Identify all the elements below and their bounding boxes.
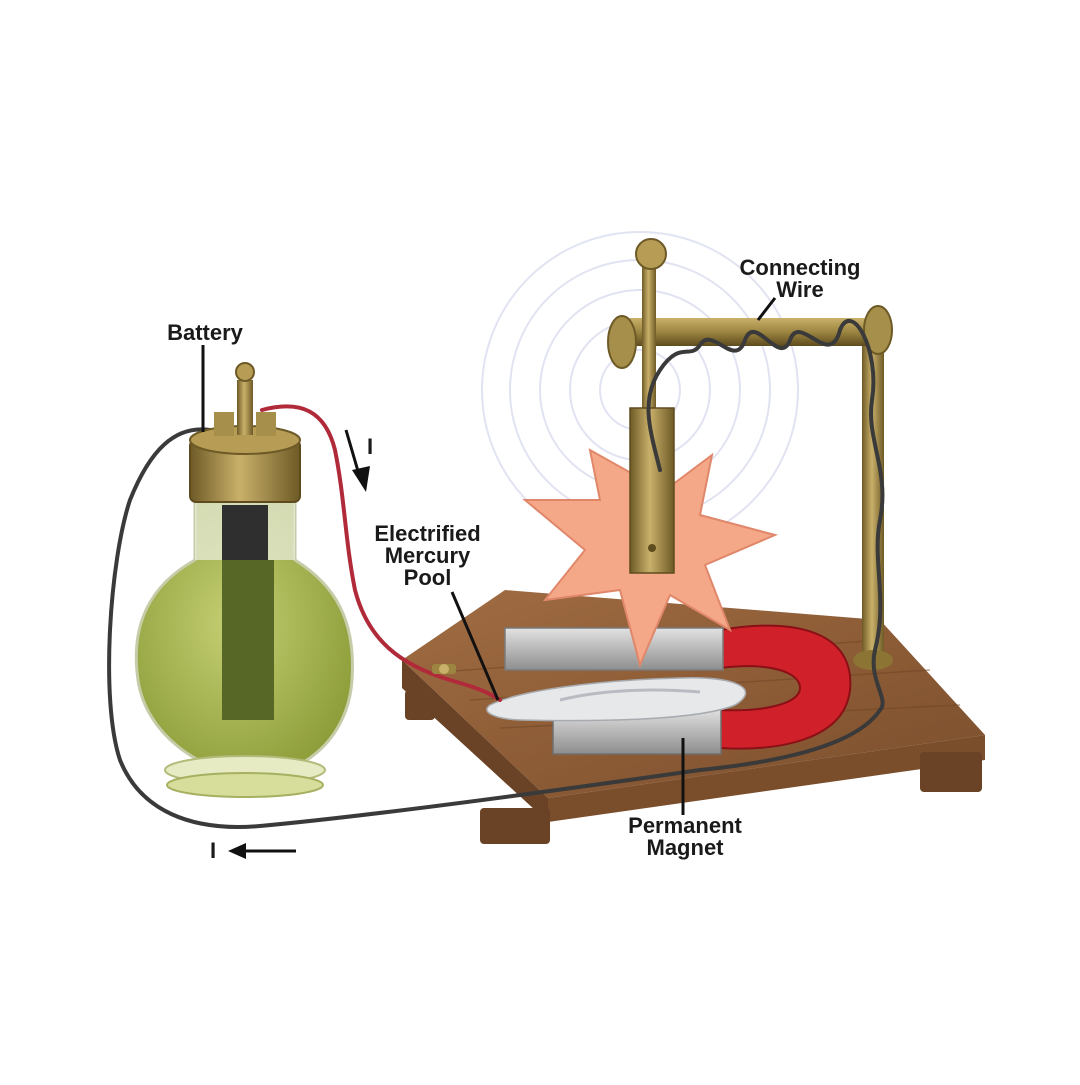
red-wire [260,404,502,702]
mercury-pool-label-line-3: Pool [403,565,452,590]
permanent-magnet-label-line-1: Permanent [628,813,742,838]
mercury-pool [486,677,747,722]
mercury-pool-label-line-1: Electrified [374,521,481,546]
current-arrow-top [344,429,370,492]
connecting-wire-label: Connecting Wire [720,257,880,301]
connecting-wire-label-line-1: Connecting [739,255,861,280]
permanent-magnet-label: Permanent Magnet [605,815,765,859]
current-label-top: I [360,436,380,458]
battery-flask [134,362,354,798]
mercury-pool-label-line-2: Mercury [384,543,471,568]
current-label-bottom-text: I [209,838,217,863]
current-label-bottom: I [203,840,223,862]
battery-label: Battery [150,322,260,344]
battery-label-text: Battery [167,320,243,345]
leader-lines [201,297,777,815]
connecting-wire [107,319,885,829]
connecting-wire-label-line-2: Wire [776,277,824,302]
current-arrow-bottom [228,843,296,859]
brass-stand [607,238,893,670]
permanent-magnet-label-line-2: Magnet [646,835,724,860]
current-label-top-text: I [366,434,374,459]
mercury-pool-label: Electrified Mercury Pool [355,523,500,589]
terminal-clip [432,664,456,674]
